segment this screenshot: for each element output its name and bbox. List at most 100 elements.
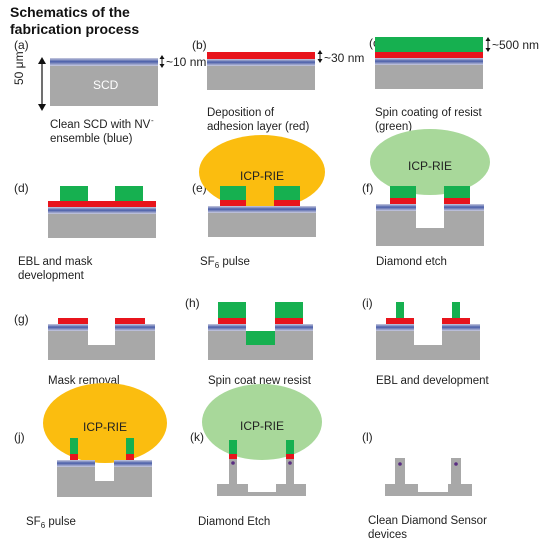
nv-layer [275,324,313,331]
title-line-1: Schematics of the [10,4,130,20]
nv-layer [48,207,156,214]
resist-pillar [229,440,237,454]
caption-f: Diamond etch [376,256,447,268]
panel-label-j: (j) [14,430,25,444]
caption-l-1: Clean Diamond Sensor [368,515,487,527]
caption-c-2: (green) [375,121,412,133]
panel-a: (a) 50 μm SCD ~10 nm Clean SCD with NV -… [12,38,206,145]
adhesion-layer [48,201,156,207]
substrate [376,324,480,360]
caption-i: EBL and development [376,375,490,387]
nv-layer [208,324,246,331]
adhesion-layer [126,454,134,460]
adhesion-layer [58,318,88,324]
scale-label: 50 μm [12,51,26,85]
adhesion-layer [115,318,145,324]
nv-center-dot [398,462,402,466]
resist-mask [220,186,246,200]
adhesion-layer [390,198,416,204]
adhesion-layer [286,454,294,459]
plasma-label-k: ICP-RIE [240,419,284,433]
panel-e: (e) ICP-RIE SF6 pulse [192,135,325,270]
substrate [208,324,313,360]
nv-center-dot [454,462,458,466]
caption-e: SF6 pulse [200,256,250,270]
panel-label-l: (l) [362,430,373,444]
adhesion-layer [275,318,303,324]
nv-layer [50,58,158,66]
resist-mask [60,186,88,201]
panel-label-f: (f) [362,181,373,195]
caption-c-1: Spin coating of resist [375,107,483,119]
resist-fill [246,331,275,345]
nv-center-dot [288,461,292,465]
panel-d: (d) EBL and mask development [14,181,156,282]
thickness-a: ~10 nm [166,55,206,69]
caption-j: SF6 pulse [26,516,76,530]
plasma-label-j: ICP-RIE [83,420,127,434]
nv-layer [207,59,315,66]
substrate [48,214,156,238]
substrate [48,324,155,360]
panel-label-h: (h) [185,296,200,310]
panel-i: (i) EBL and development [362,296,490,387]
adhesion-layer [274,200,300,206]
nv-layer [442,324,480,331]
panel-h: (h) Spin coat new resist [185,296,313,387]
panel-label-b: (b) [192,38,207,52]
nv-layer [376,324,414,331]
caption-d-2: development [18,270,85,282]
resist-mask [115,186,143,201]
title-line-2: fabrication process [10,21,139,37]
caption-l-2: devices [368,529,407,541]
nv-layer [444,204,484,211]
panel-label-d: (d) [14,181,29,195]
panel-g: (g) Mask removal [14,312,155,387]
caption-a-2: ensemble (blue) [50,133,133,145]
panel-label-k: (k) [190,430,204,444]
adhesion-layer [218,318,246,324]
nv-layer [376,204,416,211]
substrate [50,66,158,106]
thickness-b: ~30 nm [324,51,364,65]
caption-k: Diamond Etch [198,516,270,528]
substrate-pillars [217,459,306,496]
substrate-pillars [385,458,472,496]
panel-b: (b) ~30 nm Deposition of adhesion layer … [192,38,364,133]
resist-layer [275,302,303,318]
panel-f: (f) ICP-RIE Diamond etch [362,129,490,268]
plasma-label-f: ICP-RIE [408,159,452,173]
adhesion-layer [220,200,246,206]
resist-pillar [452,302,460,318]
panel-label-a: (a) [14,38,29,52]
resist-mask [444,186,470,198]
plasma-diamond [370,129,490,195]
resist-pillar [70,438,78,454]
caption-h: Spin coat new resist [208,375,312,387]
adhesion-layer [229,454,237,459]
substrate [57,460,152,497]
nv-layer [48,324,88,331]
substrate [376,204,484,246]
resist-mask [274,186,300,200]
panel-k: (k) ICP-RIE Diamond Etch [190,384,322,528]
panel-c: (c) ~500 nm Spin coating of resist (gree… [369,36,539,133]
nv-layer [114,460,152,467]
nv-center-dot [231,461,235,465]
thickness-c: ~500 nm [492,38,539,52]
adhesion-layer [70,454,78,460]
substrate-label: SCD [93,78,119,92]
adhesion-layer [386,318,414,324]
panel-l: (l) Clean Diamond Sensor devices [362,430,487,541]
panel-label-g: (g) [14,312,29,326]
adhesion-layer [442,318,470,324]
nv-layer [208,206,316,213]
nv-layer [57,460,95,467]
substrate [207,66,315,90]
caption-a-superscript: - [151,116,154,125]
caption-b-2: adhesion layer (red) [207,121,309,133]
caption-a-1: Clean SCD with NV [50,119,151,131]
panel-j: (j) ICP-RIE SF6 pulse [14,383,167,530]
